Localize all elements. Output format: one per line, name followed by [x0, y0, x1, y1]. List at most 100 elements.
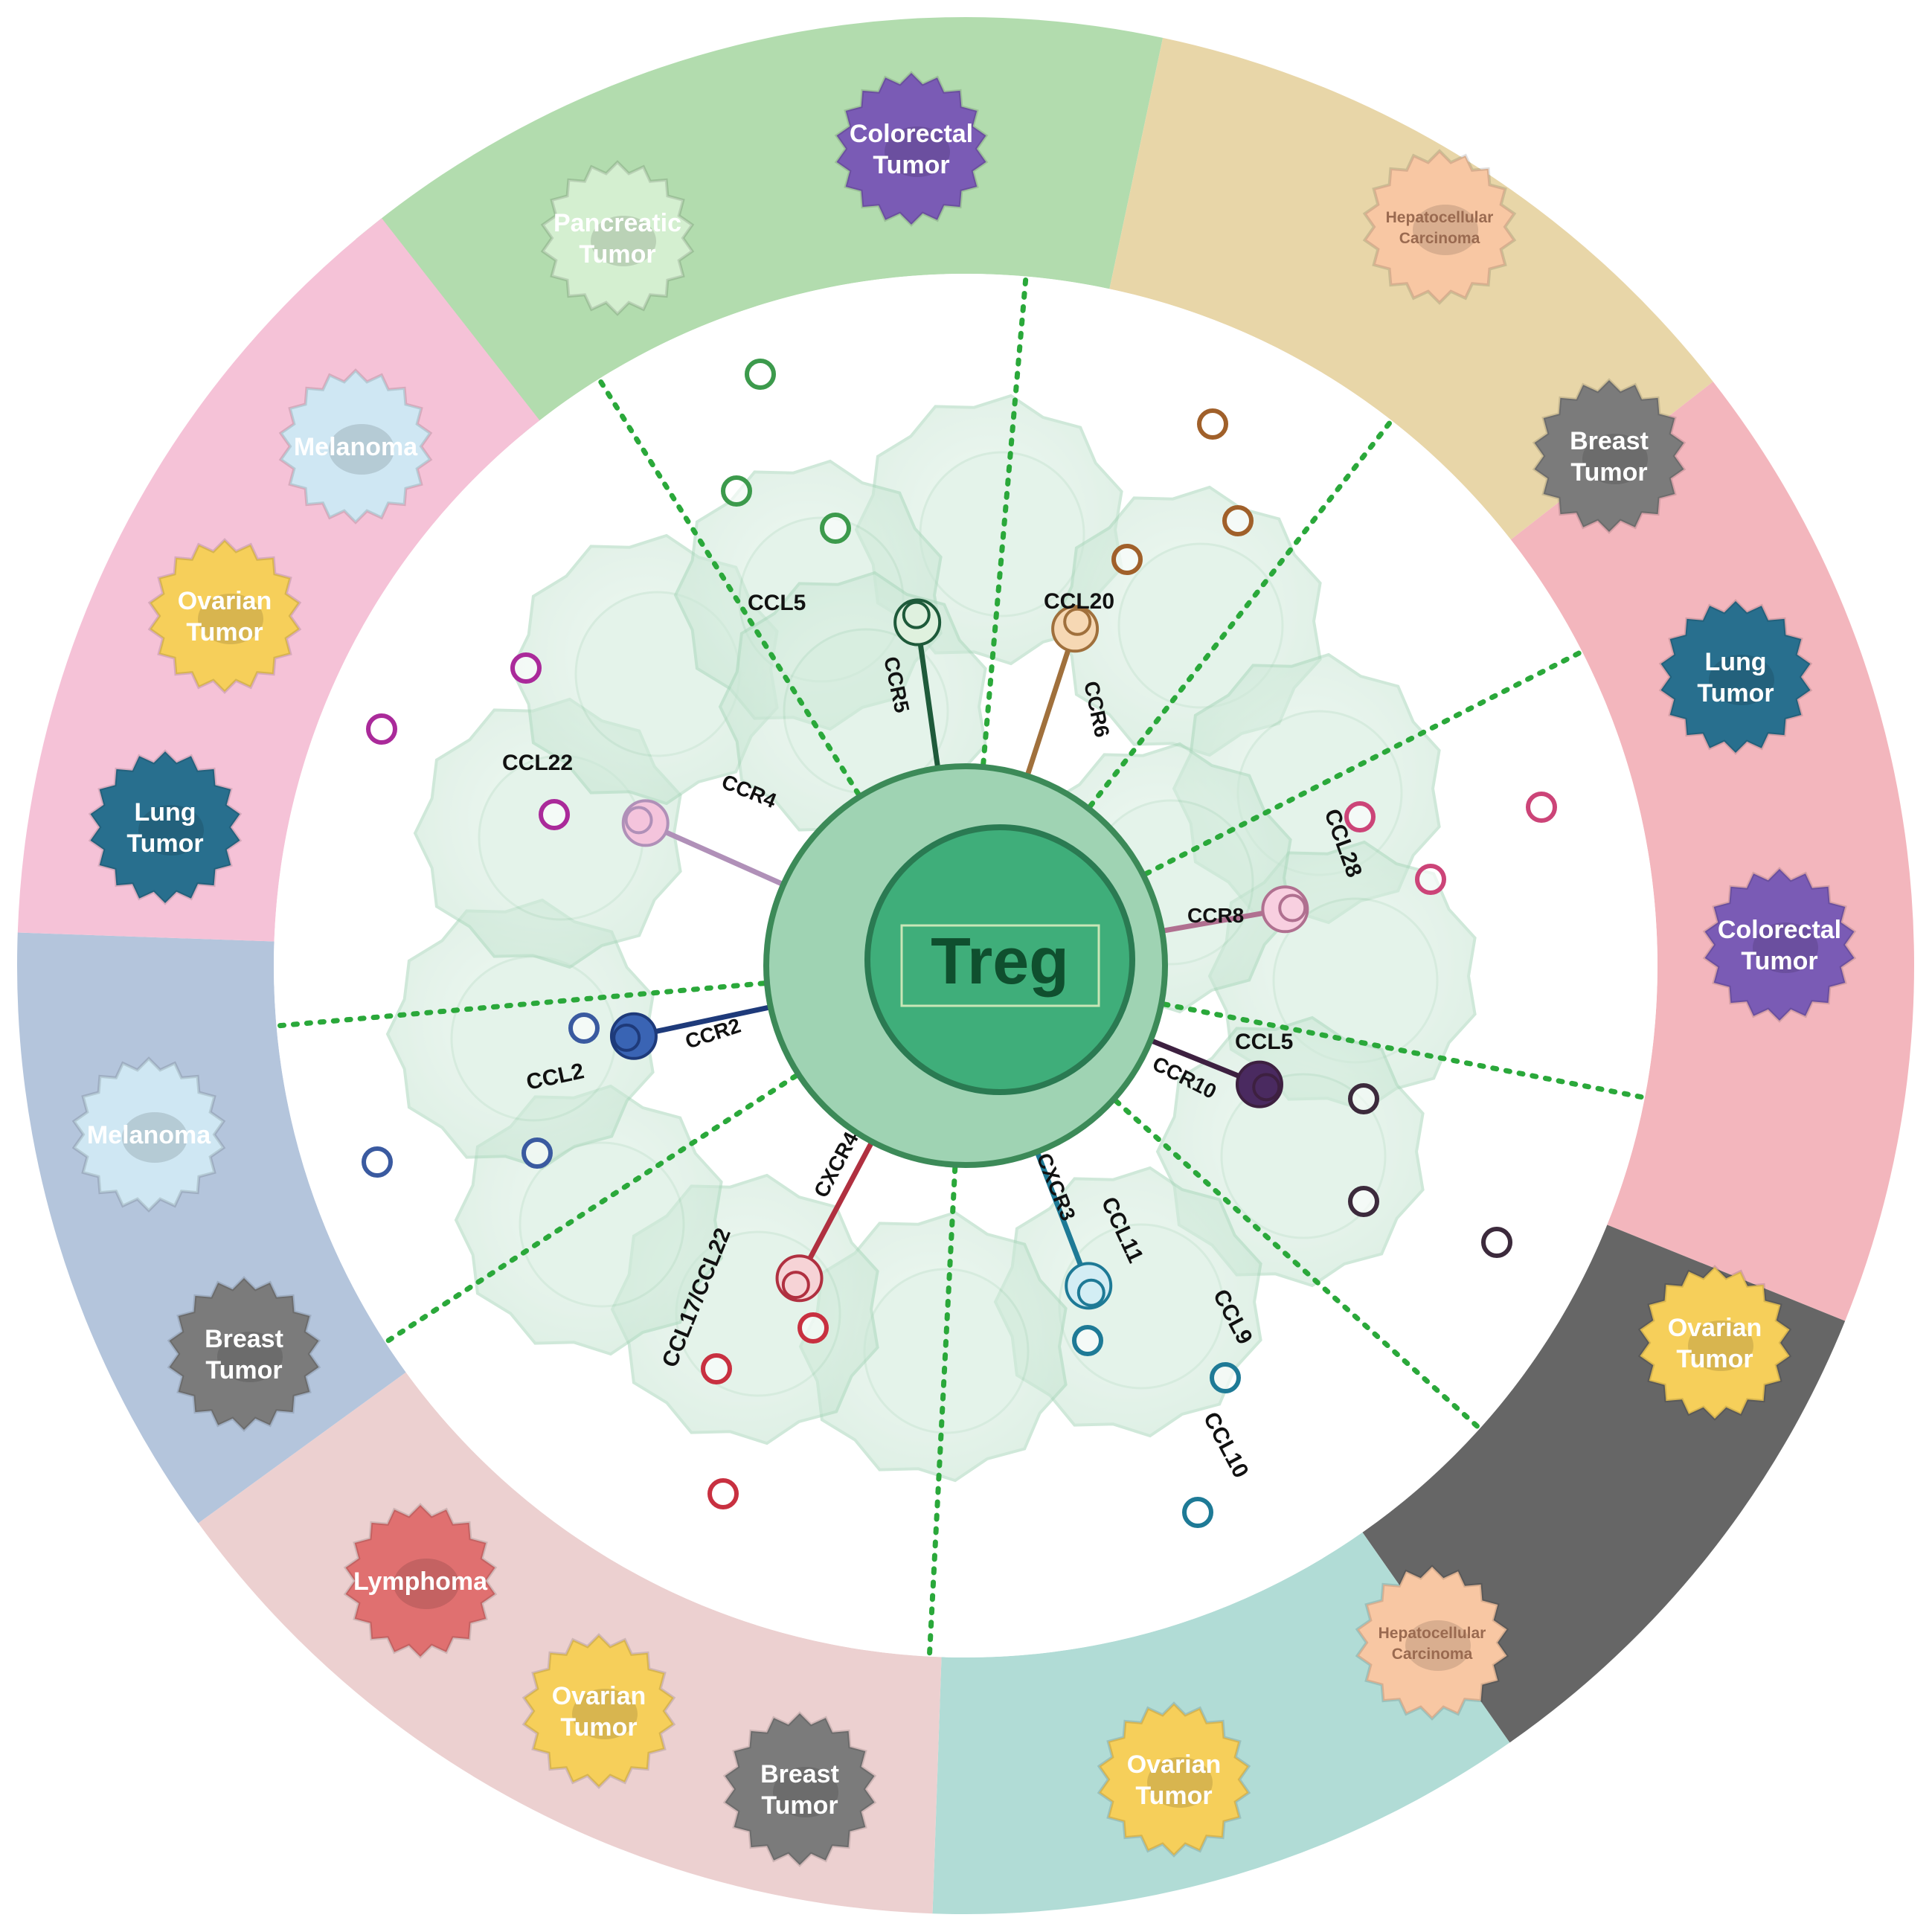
- chemokine-dot: [539, 799, 570, 830]
- chemokine-dot: [568, 1012, 600, 1044]
- chemokine-dot: [366, 713, 397, 745]
- chemokine-dot: [510, 652, 542, 684]
- receptor-cxcr4: [775, 1139, 875, 1303]
- ligand-label-ccl20: CCL20: [1044, 589, 1114, 614]
- receptor-ccr10: [1147, 1037, 1283, 1108]
- tumor-label: Pancreatic: [553, 209, 681, 237]
- sector-divider: [1087, 417, 1395, 809]
- tumor-cell: Melanoma: [71, 1056, 226, 1213]
- tumor-label: Tumor: [1135, 1782, 1212, 1810]
- chemokine-dot: [1182, 1497, 1213, 1528]
- tumor-label: Lung: [1704, 648, 1766, 676]
- tumor-label: Lymphoma: [353, 1567, 488, 1596]
- treg-label-box: [900, 924, 1100, 1007]
- receptor-ccr5: [893, 598, 942, 771]
- chemokine-dot: [797, 1312, 829, 1344]
- tumor-label: Tumor: [560, 1713, 637, 1742]
- sector-divider: [981, 274, 1029, 767]
- chemokine-dot: [1348, 1083, 1379, 1114]
- chemokine-dot: [1526, 792, 1557, 823]
- sector-divider: [926, 1165, 958, 1660]
- tumor-label: Hepatocellular: [1386, 209, 1494, 226]
- treg-cell-nucleus: [864, 824, 1135, 1095]
- chemokine-dot: [1344, 801, 1376, 832]
- tumor-label: Ovarian: [1668, 1314, 1762, 1342]
- tumor-label: Carcinoma: [1392, 1646, 1473, 1663]
- ligand-label-ccl5-right: CCL5: [1235, 1030, 1293, 1054]
- tumor-label: Breast: [205, 1325, 283, 1353]
- chemokine-dot: [1072, 1325, 1103, 1356]
- tumor-cells: ColorectalTumorPancreaticTumorHepatocell…: [71, 71, 1857, 1867]
- tumor-label: Hepatocellular: [1379, 1625, 1486, 1642]
- sector-divider: [1143, 649, 1585, 877]
- tumor-label: Carcinoma: [1399, 230, 1480, 247]
- tumor-label: Lung: [134, 798, 196, 827]
- sector-divider: [274, 981, 767, 1029]
- treg-label: Treg: [931, 924, 1069, 998]
- chemokine-dot: [1348, 1186, 1379, 1217]
- tumor-label: Melanoma: [87, 1121, 211, 1149]
- tumor-label: Tumor: [873, 151, 949, 179]
- sector-divider: [1113, 1098, 1483, 1431]
- sector-divider: [1161, 1001, 1648, 1100]
- chemokine-dot: [707, 1478, 739, 1509]
- tumor-label: Breast: [760, 1760, 839, 1788]
- sector-divider: [596, 376, 861, 797]
- tumor-cell: Melanoma: [278, 368, 433, 524]
- sector-dividers: [274, 274, 1648, 1660]
- chemokine-dot: [1481, 1227, 1512, 1258]
- tumor-label: Colorectal: [850, 120, 973, 148]
- tumor-label: Tumor: [1570, 458, 1647, 487]
- chemokine-dot: [1415, 864, 1446, 895]
- sector-3: [1510, 382, 1914, 1321]
- receptor-ccr2: [609, 1004, 774, 1060]
- tumor-label: Ovarian: [1127, 1750, 1222, 1779]
- chemokine-dot: [362, 1146, 393, 1178]
- tumor-label: Ovarian: [178, 587, 272, 615]
- tumor-label: Colorectal: [1718, 916, 1841, 944]
- chemokine-dot: [701, 1353, 732, 1384]
- tumor-label: Ovarian: [552, 1682, 646, 1710]
- tumor-label: Melanoma: [294, 433, 418, 461]
- receptor-label-ccr8: CCR8: [1187, 904, 1244, 927]
- chemokine-dot: [820, 513, 851, 544]
- chemokine-dot: [1111, 544, 1143, 575]
- chemokine-dot: [745, 359, 776, 390]
- sector-divider: [382, 1073, 799, 1346]
- tumor-label: Tumor: [1697, 679, 1774, 707]
- tumor-label: Breast: [1570, 427, 1649, 455]
- receptors: [609, 598, 1309, 1310]
- treg-cell: Treg: [763, 763, 1168, 1168]
- chemokine-dot: [521, 1137, 553, 1169]
- tumor-label: Tumor: [1741, 947, 1817, 975]
- receptor-ccr4: [621, 799, 786, 888]
- chemokine-dot: [1222, 505, 1254, 536]
- tumor-label: Tumor: [186, 618, 263, 646]
- tumor-label: Tumor: [761, 1791, 838, 1820]
- tumor-label: Tumor: [205, 1356, 282, 1384]
- tumor-label: Tumor: [1676, 1345, 1753, 1373]
- chemokine-dots: [362, 359, 1557, 1528]
- tumor-label: Tumor: [579, 240, 655, 269]
- ligand-label-ccl22: CCL22: [502, 751, 573, 775]
- receptor-cxcr3: [1034, 1149, 1113, 1310]
- tumor-label: Tumor: [126, 829, 203, 858]
- chemokine-dot: [1197, 408, 1228, 440]
- tumor-cell: Lymphoma: [343, 1503, 498, 1659]
- chemokine-dot: [1210, 1362, 1241, 1393]
